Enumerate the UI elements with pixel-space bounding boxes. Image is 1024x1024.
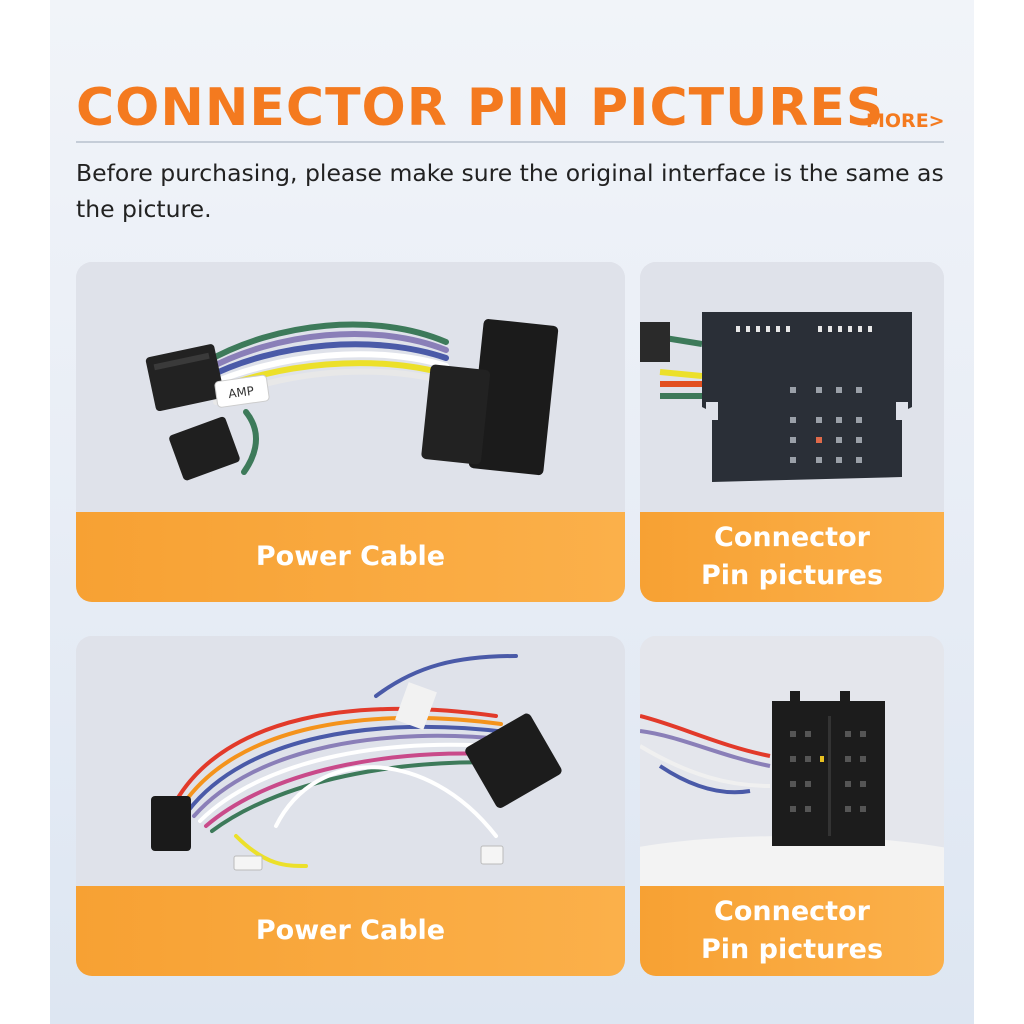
card-label-line2: Pin pictures [700,560,884,591]
power-cable-image: AMP [76,262,625,512]
card-label-bar: Power Cable [76,512,625,602]
card-label: Power Cable [255,541,446,572]
more-link[interactable]: MORE> [866,110,945,132]
card-label: Power Cable [255,915,446,946]
card-label: Connector Pin pictures [701,893,883,969]
purchase-note: Before purchasing, please make sure the … [76,159,944,223]
card-connector-pin-1[interactable]: Connector Pin pictures [640,262,944,602]
quadlock-connector-image [640,262,944,512]
card-connector-pin-2[interactable]: Connector Pin pictures [640,636,944,976]
card-label-line1: Connector [714,522,870,553]
card-label-bar: Connector Pin pictures [640,512,944,602]
iso-connector-image [640,636,944,886]
title-divider [76,141,944,143]
card-label-bar: Connector Pin pictures [640,886,944,976]
card-power-cable-1[interactable]: AMP Power Cable [76,262,625,602]
card-label: Connector Pin pictures [701,519,883,595]
card-label-line2: Pin pictures [700,934,884,965]
amp-tag: AMP [227,384,255,401]
card-power-cable-2[interactable]: Power Cable [76,636,625,976]
card-label-line1: Connector [714,896,870,927]
page-title: CONNECTOR PIN PICTURES [76,78,885,138]
card-label-bar: Power Cable [76,886,625,976]
power-cable-harness-image [76,636,625,886]
